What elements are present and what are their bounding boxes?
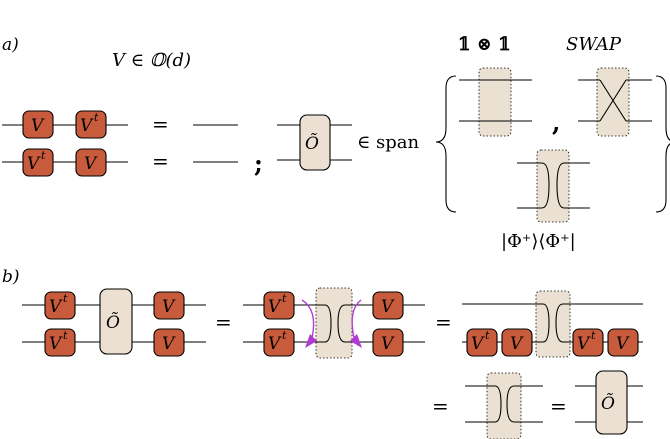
b-eq1: =	[215, 310, 232, 334]
identity-label: 𝟙 ⊗ 𝟙	[458, 34, 511, 55]
b2-v2-label: V	[381, 334, 395, 354]
a-v-label2: V	[84, 154, 98, 174]
panel-a-label: a)	[2, 35, 19, 55]
b3-vt1-sup: t	[485, 329, 490, 342]
b3-vt2-label: V	[577, 334, 591, 354]
projector-element	[517, 149, 590, 223]
projector-label: |Φ⁺⟩⟨Φ⁺|	[501, 231, 576, 252]
a-vt-label2: V	[27, 154, 41, 174]
a-o-label: Õ	[305, 133, 319, 154]
left-brace	[435, 75, 457, 213]
b3-vt1-label: V	[471, 334, 485, 354]
b2-vt2-sup: t	[282, 329, 287, 342]
swap-element	[578, 67, 652, 137]
b5-o-label: Õ	[601, 393, 615, 414]
a-vt-label: V	[80, 116, 94, 136]
swap-label: SWAP	[566, 34, 622, 55]
a-vt-box	[75, 110, 107, 139]
b2-v1-label: V	[381, 297, 395, 317]
a-vt-box2	[22, 148, 54, 177]
b2-vt2-label: V	[268, 334, 282, 354]
in-span-text: ∈ span	[357, 132, 420, 153]
b1-v2-label: V	[162, 334, 176, 354]
a-semicolon: ;	[254, 149, 263, 178]
b1-vt1-label: V	[49, 297, 63, 317]
arrow-left	[301, 299, 315, 339]
panel-b-label: b)	[2, 267, 20, 287]
b-term5: Õ	[575, 370, 643, 435]
b3-v2-label: V	[616, 334, 630, 354]
a-row1-lhs: V V t	[2, 110, 128, 139]
b-term3: V t V V t V	[462, 290, 643, 358]
identity-element	[459, 67, 532, 137]
b1-vt2-label: V	[49, 334, 63, 354]
a-o-box	[299, 114, 331, 171]
arrow-left-head	[305, 334, 317, 348]
b3-vt2-sup: t	[591, 329, 596, 342]
a-vt-sup2: t	[41, 149, 46, 162]
a-o-gate: Õ	[277, 114, 352, 171]
right-brace	[655, 75, 670, 213]
a-v-box	[22, 110, 54, 139]
a-row2-lhs: V t V	[2, 148, 128, 177]
b-term1: V t V t Õ V V	[22, 288, 206, 357]
b1-vt2-sup: t	[63, 329, 68, 342]
arrow-right-head	[350, 334, 362, 348]
arrow-right	[351, 299, 362, 339]
a-eq1: =	[152, 112, 169, 136]
orthogonal-statement: V ∈ 𝕆(d)	[112, 50, 191, 71]
b-term2: V t V t V V	[243, 287, 425, 359]
b2-vt1-sup: t	[282, 292, 287, 305]
b1-o-label: Õ	[106, 312, 120, 333]
b-eq4: =	[550, 394, 567, 418]
b1-v1-label: V	[162, 297, 176, 317]
a-v-box2	[75, 148, 107, 177]
b1-vt1-sup: t	[63, 292, 68, 305]
b3-v1-label: V	[510, 334, 524, 354]
b2-vt1-label: V	[268, 297, 282, 317]
span-comma: ,	[552, 108, 560, 137]
a-v-label: V	[31, 116, 45, 136]
b-eq2: =	[435, 310, 452, 334]
b-eq3: =	[432, 394, 449, 418]
a-eq2: =	[152, 149, 169, 173]
b-term4	[465, 372, 543, 439]
a-vt-sup: t	[94, 111, 99, 124]
